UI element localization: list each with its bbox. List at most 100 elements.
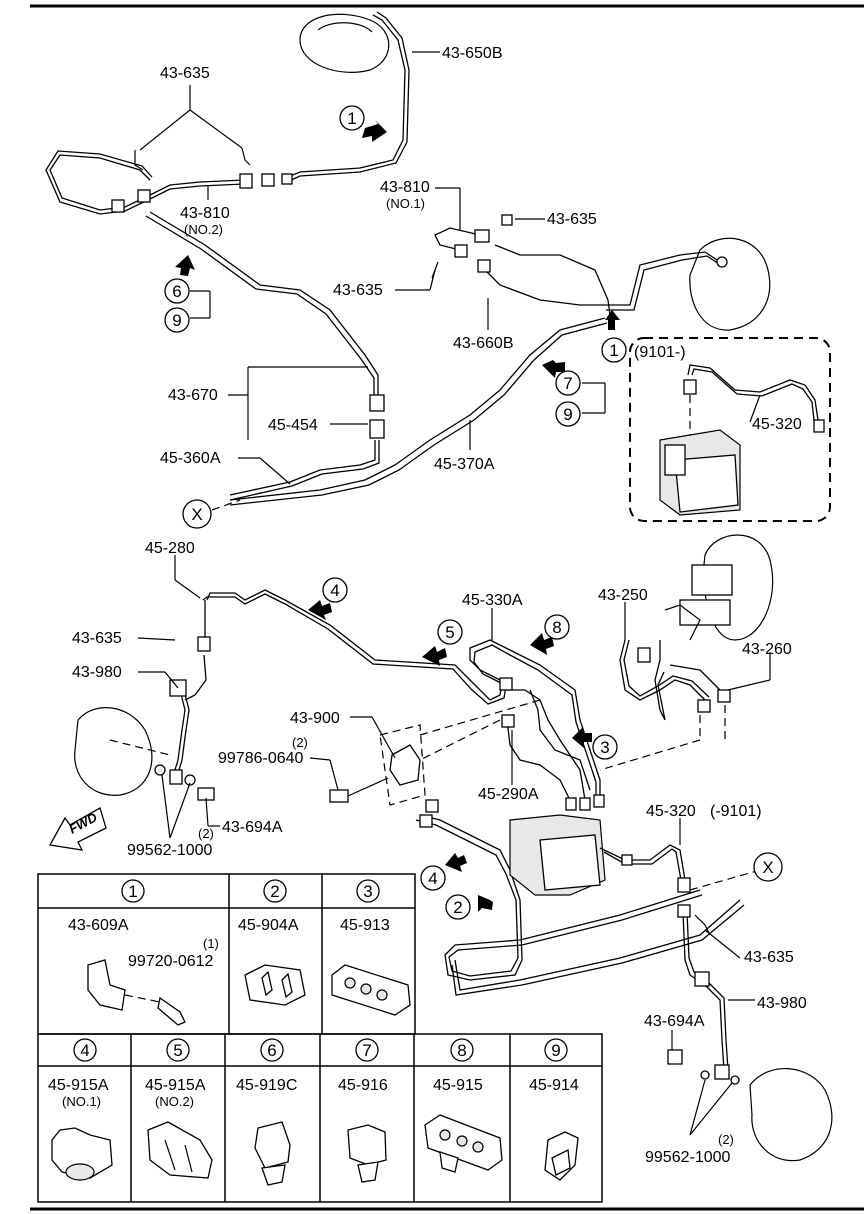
legend-9-clip-icon — [544, 1131, 579, 1181]
legend-3-num: 3 — [363, 882, 372, 901]
master-cylinder — [599, 534, 774, 771]
label-99786: 99786-0640 — [218, 750, 304, 767]
callout-9-right: 9 — [563, 405, 572, 424]
label-45-454: 45-454 — [268, 417, 318, 434]
legend-4-part: 45-915A — [48, 1077, 109, 1094]
arrow-4-lower — [445, 853, 467, 872]
arrow-3 — [572, 728, 592, 748]
inset-9101-box — [629, 337, 831, 522]
legend-5-num: 5 — [173, 1041, 182, 1060]
direction-arrows — [175, 120, 620, 912]
label-43-260: 43-260 — [742, 641, 792, 658]
callout-4-lower: 4 — [428, 869, 437, 888]
legend-5-part: 45-915A — [145, 1077, 206, 1094]
label-43-635-top: 43-635 — [160, 65, 210, 82]
label-45-370A: 45-370A — [434, 456, 495, 473]
arrow-5 — [422, 646, 447, 666]
label-99562-left-qty: (2) — [198, 826, 214, 841]
x-marker-lower-label: X — [762, 858, 773, 877]
arrow-2 — [478, 895, 493, 912]
label-43-635-mid: 43-635 — [547, 211, 597, 228]
arrow-7-left — [542, 360, 565, 378]
legend-2-part: 45-904A — [238, 917, 299, 934]
fwd-arrow: FWD — [48, 807, 107, 851]
label-9101: (9101-) — [634, 344, 686, 361]
label-45-320-low-sub: (-9101) — [710, 803, 762, 820]
legend-4-num: 4 — [80, 1041, 89, 1060]
arrow-6-up — [175, 255, 195, 276]
legend-table: 1 2 3 43-609A (1) 99720-0612 45-904A 45-… — [37, 873, 603, 1203]
legend-1-extra-qty: (1) — [203, 936, 219, 951]
top-pipe-network — [45, 11, 410, 395]
legend-1-num: 1 — [128, 882, 137, 901]
arrow-8 — [530, 633, 554, 655]
x-marker-lower: X — [753, 852, 783, 882]
label-43-810-no2-sub: (NO.2) — [184, 222, 223, 237]
arrow-1-mid — [605, 310, 620, 330]
rear-right-drum-top — [299, 13, 390, 73]
label-43-670: 43-670 — [168, 387, 218, 404]
label-43-635-right: 43-635 — [744, 949, 794, 966]
rear-right-hose — [667, 904, 833, 1162]
proportioning-valve — [329, 724, 426, 806]
middle-pipe-network — [229, 214, 723, 506]
legend-6-clip-icon — [254, 1121, 291, 1186]
label-43-900: 43-900 — [290, 710, 340, 727]
label-99786-qty: (2) — [292, 735, 308, 750]
part-labels: 43-650B 43-635 43-810 (NO.2) 43-810 (NO.… — [72, 45, 807, 1166]
leader-lines — [137, 51, 771, 1136]
callout-4-upper: 4 — [330, 581, 339, 600]
callout-1-mid: 1 — [609, 341, 618, 360]
legend-7-num: 7 — [362, 1041, 371, 1060]
arrow-1-top — [362, 120, 387, 142]
front-pipe-network — [74, 589, 508, 801]
legend-1-extra: 99720-0612 — [128, 953, 214, 970]
callout-5: 5 — [445, 623, 454, 642]
legend-8-clip-icon — [424, 1114, 503, 1173]
callout-2: 2 — [453, 898, 462, 917]
callout-9-left: 9 — [172, 311, 181, 330]
callout-3: 3 — [600, 738, 609, 757]
label-43-250: 43-250 — [598, 587, 648, 604]
x-marker-top: X — [182, 499, 241, 529]
legend-5-sub: (NO.2) — [155, 1094, 194, 1109]
label-45-290A: 45-290A — [478, 786, 539, 803]
label-45-330A: 45-330A — [462, 592, 523, 609]
legend-8-part: 45-915 — [433, 1077, 483, 1094]
legend-3-part: 45-913 — [340, 917, 390, 934]
legend-5-clip-icon — [147, 1121, 213, 1179]
label-99562-left: 99562-1000 — [127, 842, 213, 859]
label-43-635-lower: 43-635 — [72, 630, 122, 647]
legend-4-clip-icon — [51, 1127, 113, 1181]
label-43-635-left: 43-635 — [333, 282, 383, 299]
label-45-360A: 45-360A — [160, 450, 221, 467]
legend-2-num: 2 — [270, 882, 279, 901]
lower-pipe-network — [415, 799, 761, 996]
callout-1-top: 1 — [347, 109, 356, 128]
x-marker-top-label: X — [191, 505, 202, 524]
label-45-320-top: 45-320 — [752, 416, 802, 433]
legend-7-clip-icon — [347, 1124, 387, 1183]
legend-6-part: 45-919C — [236, 1077, 297, 1094]
label-43-980-left: 43-980 — [72, 664, 122, 681]
label-43-810-no1: 43-810 — [380, 179, 430, 196]
legend-4-sub: (NO.1) — [62, 1094, 101, 1109]
center-pipe-cluster — [419, 639, 605, 811]
arrow-4-upper — [308, 600, 332, 620]
legend-1-part: 43-609A — [68, 917, 129, 934]
legend-7-part: 45-916 — [338, 1077, 388, 1094]
label-43-660B: 43-660B — [453, 335, 514, 352]
label-43-810-no2: 43-810 — [180, 205, 230, 222]
callout-circles: 1 6 9 7 9 1 4 5 8 3 4 2 — [164, 105, 627, 920]
label-43-650B: 43-650B — [442, 45, 503, 62]
label-43-980-right: 43-980 — [757, 995, 807, 1012]
label-99562-right-qty: (2) — [718, 1132, 734, 1147]
label-43-694A-right: 43-694A — [644, 1013, 705, 1030]
legend-2-clip-icon — [244, 964, 306, 1006]
legend-8-num: 8 — [457, 1041, 466, 1060]
label-45-280: 45-280 — [145, 540, 195, 557]
label-43-694A-left: 43-694A — [222, 819, 283, 836]
legend-9-part: 45-914 — [529, 1077, 579, 1094]
legend-3-clip-icon — [331, 964, 411, 1016]
